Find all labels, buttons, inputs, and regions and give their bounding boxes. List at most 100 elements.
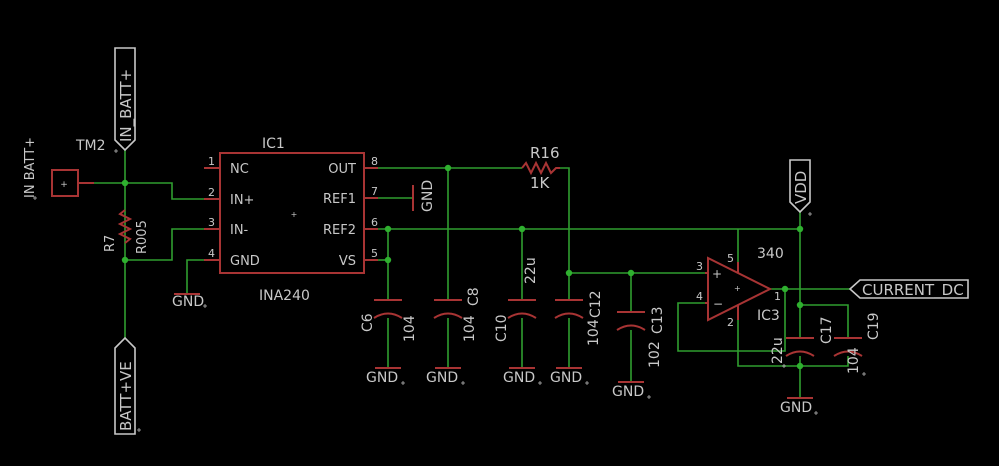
svg-text:IN_BATT+: IN_BATT+ <box>117 69 136 142</box>
resistor-r16: R16 1K <box>521 144 560 192</box>
junction-dot <box>781 285 789 293</box>
net-flag-current-dc: CURRENT_DC <box>848 279 969 300</box>
wire-ic1-gnd <box>186 259 204 294</box>
junction-dot <box>796 301 804 309</box>
ic1-name: IC1 <box>262 136 285 152</box>
svg-text:BATT+VE: BATT+VE <box>117 361 135 431</box>
svg-text:5: 5 <box>727 252 734 265</box>
svg-text:GND: GND <box>366 370 398 386</box>
capacitor-c12: C12 104 <box>554 290 604 346</box>
svg-text:2: 2 <box>208 186 215 199</box>
net-flag-in-batt: IN_BATT+ <box>114 47 136 152</box>
svg-text:1K: 1K <box>530 174 551 192</box>
junction-dot <box>565 269 573 277</box>
svg-text:NC: NC <box>230 162 249 177</box>
svg-text:104: 104 <box>846 347 862 374</box>
resistor-r7: R7 R005 <box>103 209 150 254</box>
in-batt-pad-label: IN BATT+ <box>23 137 38 198</box>
capacitor-c10: C10 22u <box>494 257 539 342</box>
svg-text:7: 7 <box>371 185 378 198</box>
junction-dot <box>384 225 392 233</box>
wires <box>94 148 850 398</box>
svg-text:REF2: REF2 <box>323 223 356 238</box>
svg-text:GND: GND <box>780 400 812 416</box>
svg-text:R005: R005 <box>135 220 150 254</box>
svg-text:+: + <box>734 284 741 293</box>
svg-text:104: 104 <box>462 315 478 342</box>
junction-dot <box>121 179 129 187</box>
ic1-ina240: + IC1 INA240 1 2 3 4 NC IN+ IN- GND 8 7 … <box>204 136 378 304</box>
wire-feedback <box>677 289 786 352</box>
junction-dot <box>518 225 526 233</box>
gnd-symbols: GND GND GND GND GND GND GND GND <box>172 180 813 416</box>
svg-text:IN+: IN+ <box>230 193 254 208</box>
svg-text:2: 2 <box>727 316 734 329</box>
svg-text:22u: 22u <box>770 337 786 364</box>
svg-text:C6: C6 <box>360 313 376 332</box>
capacitor-c6: C6 104 <box>360 299 418 342</box>
junction-dot <box>121 256 129 264</box>
svg-text:6: 6 <box>371 216 378 229</box>
capacitor-c8: C8 104 <box>433 287 482 342</box>
tm2-label: TM2 <box>75 138 106 154</box>
junctions <box>121 164 804 370</box>
tm2-pad: + TM2 IN BATT+ <box>23 137 106 198</box>
svg-text:104: 104 <box>586 319 602 346</box>
ic3-part: 340 <box>757 246 784 262</box>
svg-text:102: 102 <box>647 341 663 368</box>
net-flag-vdd: VDD <box>789 159 811 214</box>
svg-text:VS: VS <box>339 254 356 269</box>
svg-text:+: + <box>60 180 68 190</box>
svg-text:GND: GND <box>230 254 260 269</box>
svg-text:R7: R7 <box>103 235 118 252</box>
origin-marks <box>33 149 866 432</box>
svg-text:GND: GND <box>172 294 204 310</box>
svg-text:+: + <box>712 267 722 281</box>
svg-text:1: 1 <box>774 290 781 303</box>
wire-r16-right <box>560 167 570 300</box>
ic3-opamp: + − + 3 4 1 5 2 IC3 340 <box>696 246 784 329</box>
capacitor-c19: C19 104 <box>833 312 882 374</box>
svg-text:3: 3 <box>696 260 703 273</box>
wire-c19-top <box>800 304 849 338</box>
svg-text:GND: GND <box>426 370 458 386</box>
ic3-name: IC3 <box>757 308 780 324</box>
wire-opamp-gnd <box>737 320 849 367</box>
ic1-body <box>219 152 365 274</box>
svg-text:−: − <box>713 297 723 311</box>
svg-text:IN-: IN- <box>230 223 249 238</box>
svg-text:C17: C17 <box>819 316 835 344</box>
capacitor-c13: C13 102 <box>616 306 666 368</box>
svg-text:VDD: VDD <box>792 171 810 204</box>
svg-text:104: 104 <box>402 315 418 342</box>
svg-text:5: 5 <box>371 247 378 260</box>
svg-text:22u: 22u <box>523 257 539 284</box>
svg-text:8: 8 <box>371 155 378 168</box>
svg-text:GND: GND <box>550 370 582 386</box>
svg-text:GND: GND <box>503 370 535 386</box>
svg-text:+: + <box>291 210 298 219</box>
svg-text:C13: C13 <box>650 306 666 334</box>
svg-text:C12: C12 <box>588 290 604 318</box>
svg-text:C8: C8 <box>466 287 482 306</box>
svg-text:GND: GND <box>612 384 644 400</box>
svg-text:C10: C10 <box>494 314 510 342</box>
junction-dot <box>444 164 452 172</box>
capacitor-c17: C17 22u <box>770 316 835 364</box>
svg-text:4: 4 <box>208 247 215 260</box>
junction-dot <box>627 269 635 277</box>
junction-dot <box>796 362 804 370</box>
svg-text:REF1: REF1 <box>323 192 356 207</box>
wire-in-minus <box>125 228 204 261</box>
svg-text:3: 3 <box>208 216 215 229</box>
svg-text:4: 4 <box>696 290 703 303</box>
svg-text:GND: GND <box>420 180 436 212</box>
ic1-part: INA240 <box>259 288 310 304</box>
opamp-triangle <box>707 256 773 322</box>
svg-text:C19: C19 <box>866 312 882 340</box>
net-flag-batt-ve: BATT+VE <box>114 336 136 435</box>
junction-dot <box>796 225 804 233</box>
svg-text:CURRENT_DC: CURRENT_DC <box>862 281 964 300</box>
svg-text:OUT: OUT <box>328 162 356 177</box>
svg-text:1: 1 <box>208 155 215 168</box>
